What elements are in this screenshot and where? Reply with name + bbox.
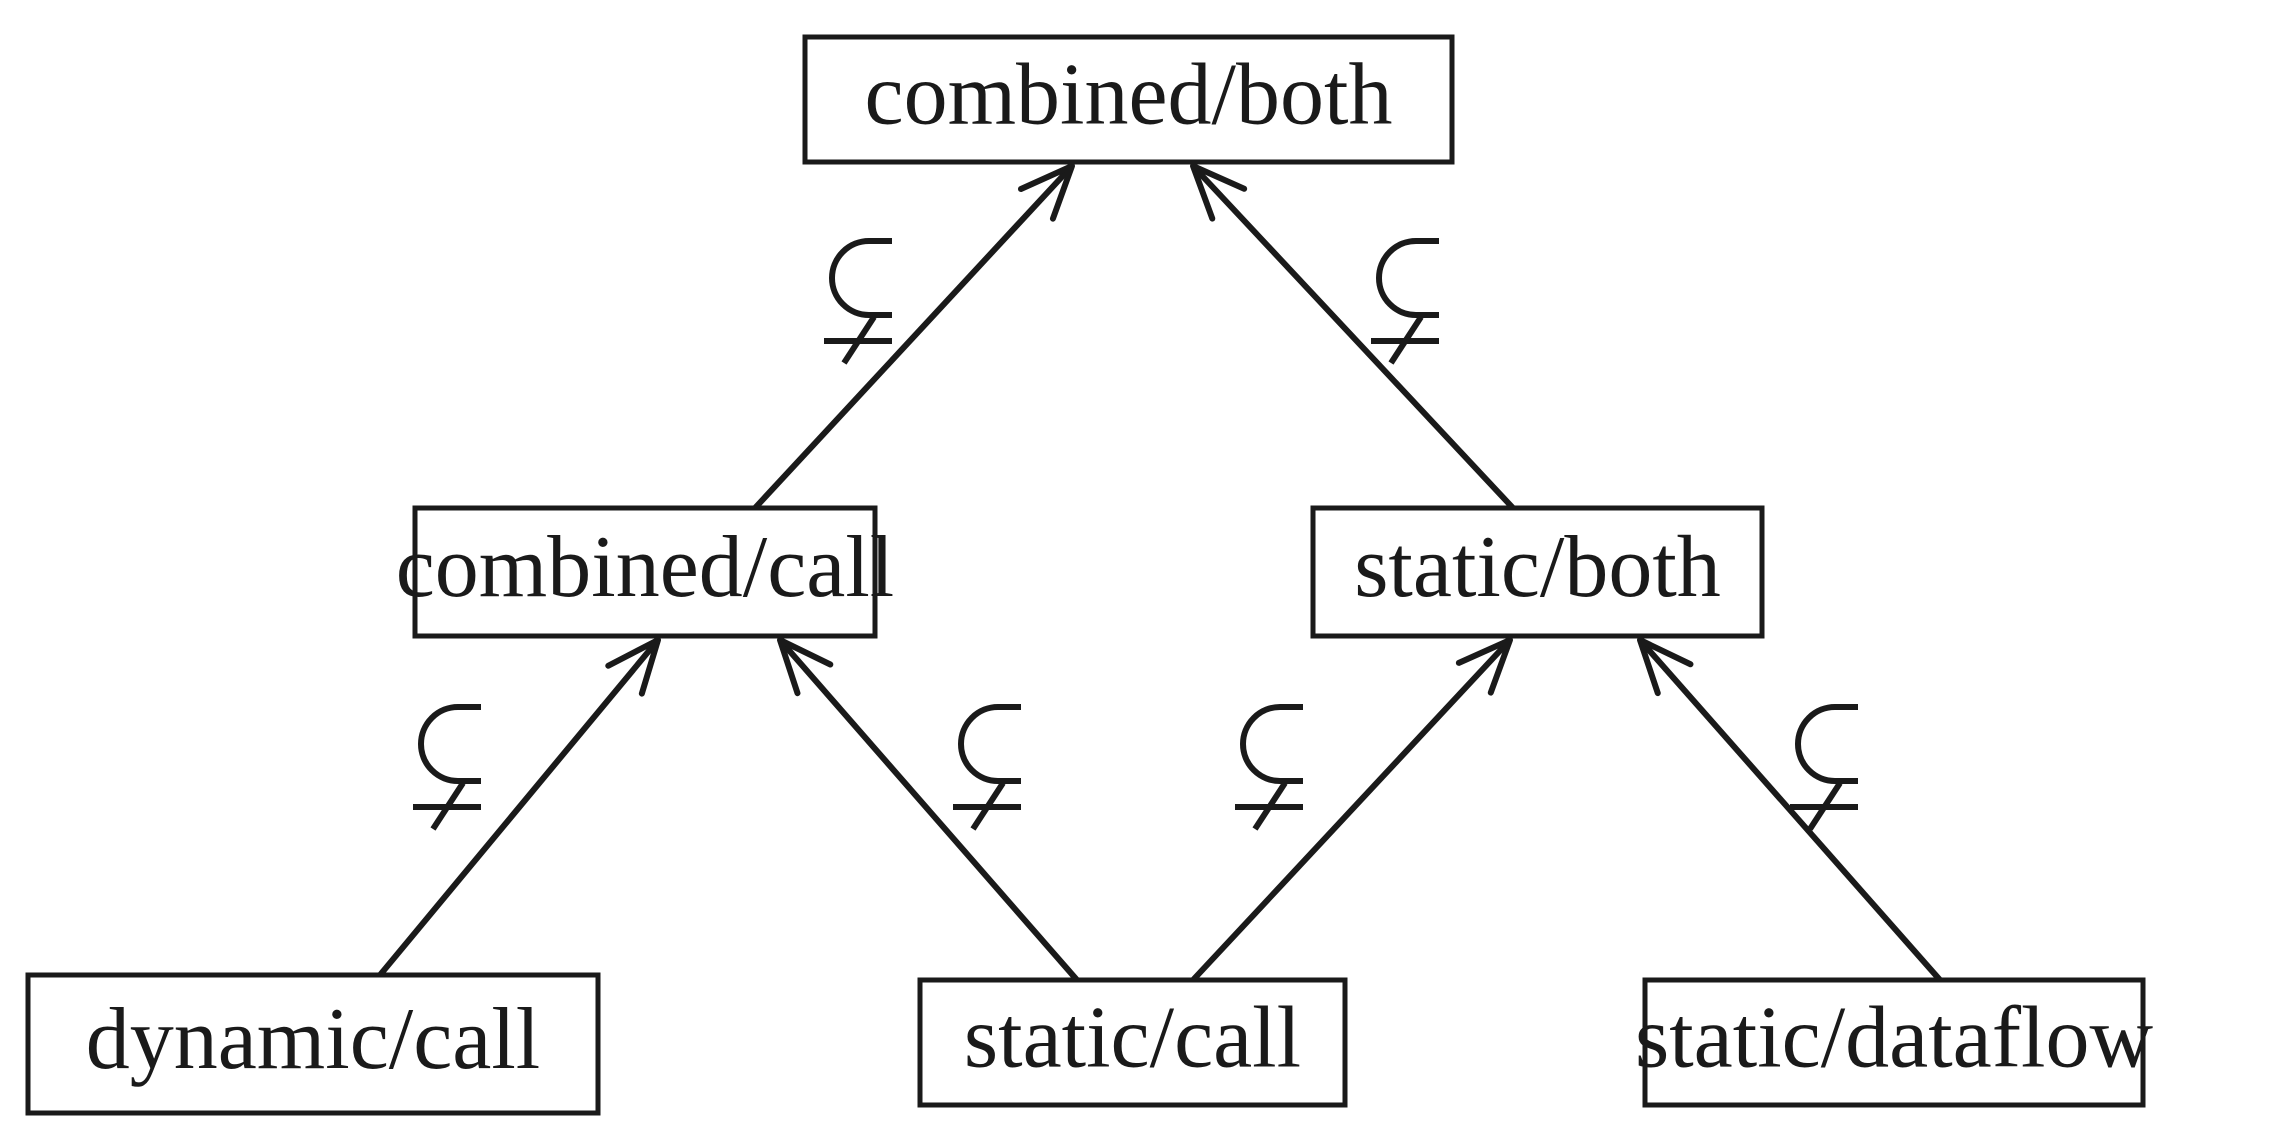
subset-bowl [418,704,481,784]
edge-arrowhead [1190,163,1248,222]
node-box[interactable] [917,977,1348,1108]
edge-labels-layer [403,227,1882,833]
node-box[interactable] [412,505,878,639]
node-label: combined/call [396,519,894,616]
node-box[interactable] [1642,977,2146,1108]
node-box[interactable] [802,34,1455,165]
relation-symbol-hit-area [1361,227,1463,367]
node-label: combined/both [865,47,1393,144]
negation-slash [970,781,1006,831]
relation-symbol-hit-area [1225,693,1327,833]
relation-symbol-proper-subset [1361,227,1463,367]
edge-line [377,638,661,977]
edges-layer [377,163,1943,983]
relation-symbol-hit-area [1780,693,1882,833]
node-label: static/dataflow [1635,990,2153,1087]
edge [752,163,1075,511]
edge [377,637,661,977]
relation-symbol-hit-area [814,227,916,367]
nodes-layer: combined/both combined/call static/both dyn… [25,34,2153,1116]
relation-symbol-hit-area [403,693,505,833]
subset-bowl [958,704,1021,784]
negation-slash [1807,781,1843,831]
edge-line [752,163,1075,511]
node-dynamic-call[interactable]: dynamic/call [25,972,601,1116]
relation-symbol-proper-subset [1225,693,1327,833]
node-label: static/both [1354,519,1721,616]
edge-arrowhead [1017,163,1075,222]
edge-arrowhead [605,637,661,697]
edge-arrowhead [777,637,834,697]
negation-slash [1252,781,1288,831]
node-combined-call[interactable]: combined/call [396,505,894,639]
node-static-call[interactable]: static/call [917,977,1348,1108]
node-static-both[interactable]: static/both [1310,505,1765,639]
relation-symbol-proper-subset [1780,693,1882,833]
subset-bowl [1376,238,1439,318]
node-static-dataflow[interactable]: static/dataflow [1635,977,2153,1108]
node-label: static/call [964,990,1301,1087]
edge-arrowhead [1637,637,1694,697]
subset-bowl [1240,704,1303,784]
relation-symbol-proper-subset [943,693,1045,833]
node-combined-both[interactable]: combined/both [802,34,1455,165]
negation-slash [430,781,466,831]
edge-line [1190,163,1516,511]
edge [1190,163,1516,511]
edge-line [1190,637,1513,983]
subset-bowl [829,238,892,318]
negation-slash [841,315,877,365]
edge-arrowhead [1455,637,1513,696]
node-box[interactable] [25,972,601,1116]
edge [777,637,1080,982]
edge-line [777,638,1080,982]
relation-symbol-hit-area [943,693,1045,833]
relation-symbol-proper-subset [403,693,505,833]
relation-symbol-proper-subset [814,227,916,367]
edge [1190,637,1513,983]
node-box[interactable] [1310,505,1765,639]
node-label: dynamic/call [86,991,540,1088]
subset-bowl [1795,704,1858,784]
negation-slash [1388,315,1424,365]
